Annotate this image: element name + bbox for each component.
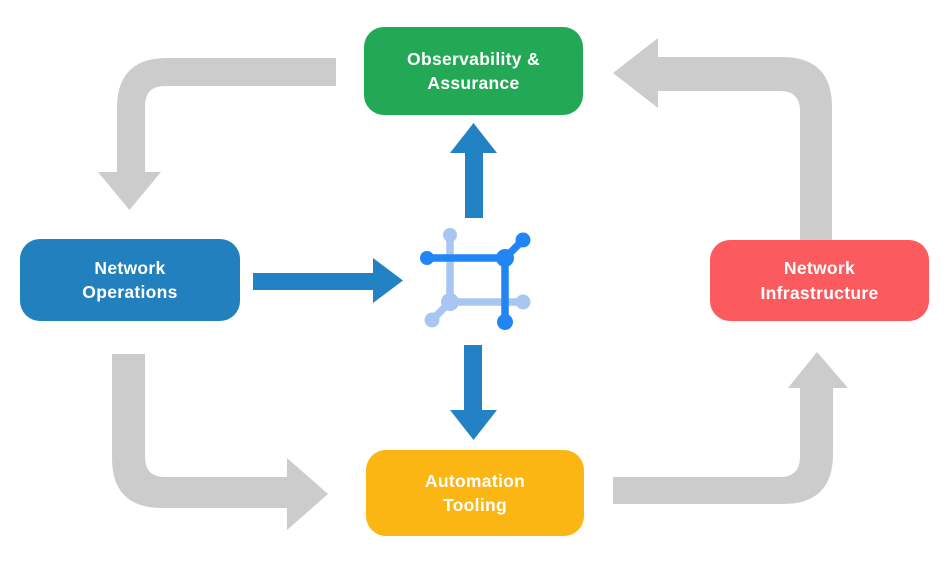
node-network-operations: Network Operations (20, 239, 240, 321)
network-automation-icon (420, 228, 531, 330)
node-network-infrastructure: Network Infrastructure (710, 240, 929, 321)
cycle-arrow-operations-to-automation (112, 354, 328, 530)
icon-light-nodes (424, 228, 531, 328)
cycle-arrow-infrastructure-to-observability (613, 38, 832, 240)
flow-arrow-center-to-observability (450, 123, 497, 218)
cycle-arrow-observability-to-operations (98, 58, 336, 210)
node-automation-tooling-label: Automation Tooling (424, 470, 526, 515)
node-observability-assurance: Observability & Assurance (364, 27, 583, 115)
node-observability-assurance-label: Observability & Assurance (407, 48, 540, 93)
icon-dark-nodes (420, 232, 531, 330)
node-network-infrastructure-label: Network Infrastructure (760, 258, 879, 303)
node-automation-tooling: Automation Tooling (366, 450, 584, 536)
cycle-arrow-automation-to-infrastructure (613, 352, 848, 504)
flow-arrow-center-to-automation (450, 345, 497, 440)
flow-arrow-operations-to-center (253, 258, 403, 303)
node-network-operations-label: Network Operations (82, 257, 178, 302)
